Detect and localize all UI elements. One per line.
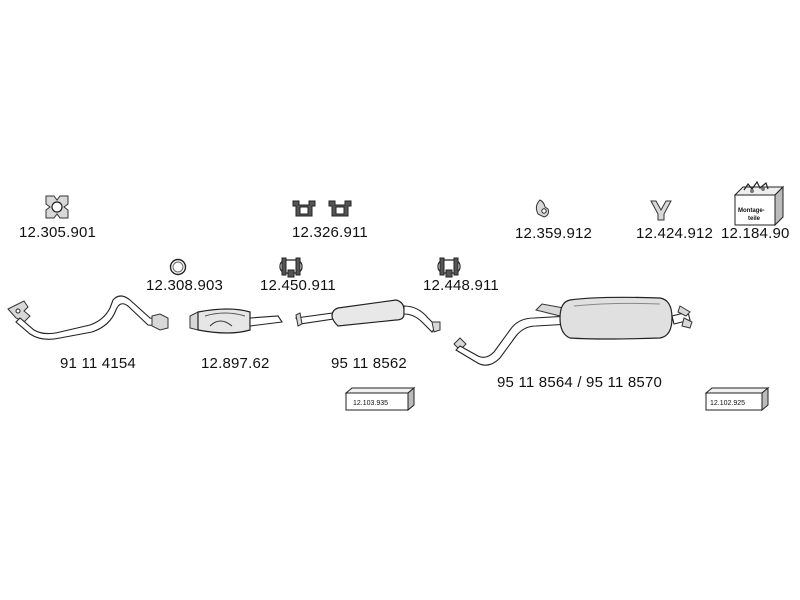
- catalytic-converter-icon: [189, 308, 283, 334]
- part-number-mount-pair: 12.326.911: [292, 224, 368, 241]
- v-clamp-icon: [650, 200, 672, 221]
- pipe-clamp-rear-icon: [437, 257, 461, 278]
- part-number-hanger: 12.359.912: [515, 225, 592, 242]
- mounting-kit-box-icon: Montage- teile: [733, 180, 785, 227]
- flange-gasket-icon: [45, 195, 69, 219]
- hanger-icon: [535, 199, 549, 218]
- part-number-v-clamp: 12.424.912: [636, 225, 713, 242]
- part-number-front-pipe: 91 11 4154: [60, 355, 136, 372]
- rubber-mount-pair-icon: [292, 200, 352, 217]
- fitting-kit-box-right: 12.102.925: [704, 386, 770, 412]
- box-right-number: 12.102.925: [710, 400, 745, 407]
- fitting-kit-box-center: 12.103.935: [344, 386, 416, 412]
- part-number-rear-silencer: 95 11 8564 / 95 11 8570: [497, 374, 662, 391]
- part-number-clamp-rear: 12.448.911: [423, 277, 499, 294]
- kit-text-line1: Montage-: [738, 208, 765, 214]
- part-number-catalyst: 12.897.62: [201, 355, 270, 372]
- middle-silencer-icon: [295, 299, 441, 333]
- part-number-ring: 12.308.903: [146, 277, 223, 294]
- rear-silencer-icon: [453, 296, 693, 366]
- part-number-mounting-kit: 12.184.90: [721, 225, 790, 242]
- pipe-clamp-center-icon: [279, 257, 303, 278]
- part-number-clamp-center: 12.450.911: [260, 277, 336, 294]
- kit-text-line2: teile: [748, 216, 761, 222]
- part-number-middle-silencer: 95 11 8562: [331, 355, 407, 372]
- sealing-ring-icon: [169, 258, 187, 276]
- box-center-number: 12.103.935: [353, 400, 388, 407]
- part-number-gasket: 12.305.901: [19, 224, 96, 241]
- front-pipe-icon: [7, 295, 169, 340]
